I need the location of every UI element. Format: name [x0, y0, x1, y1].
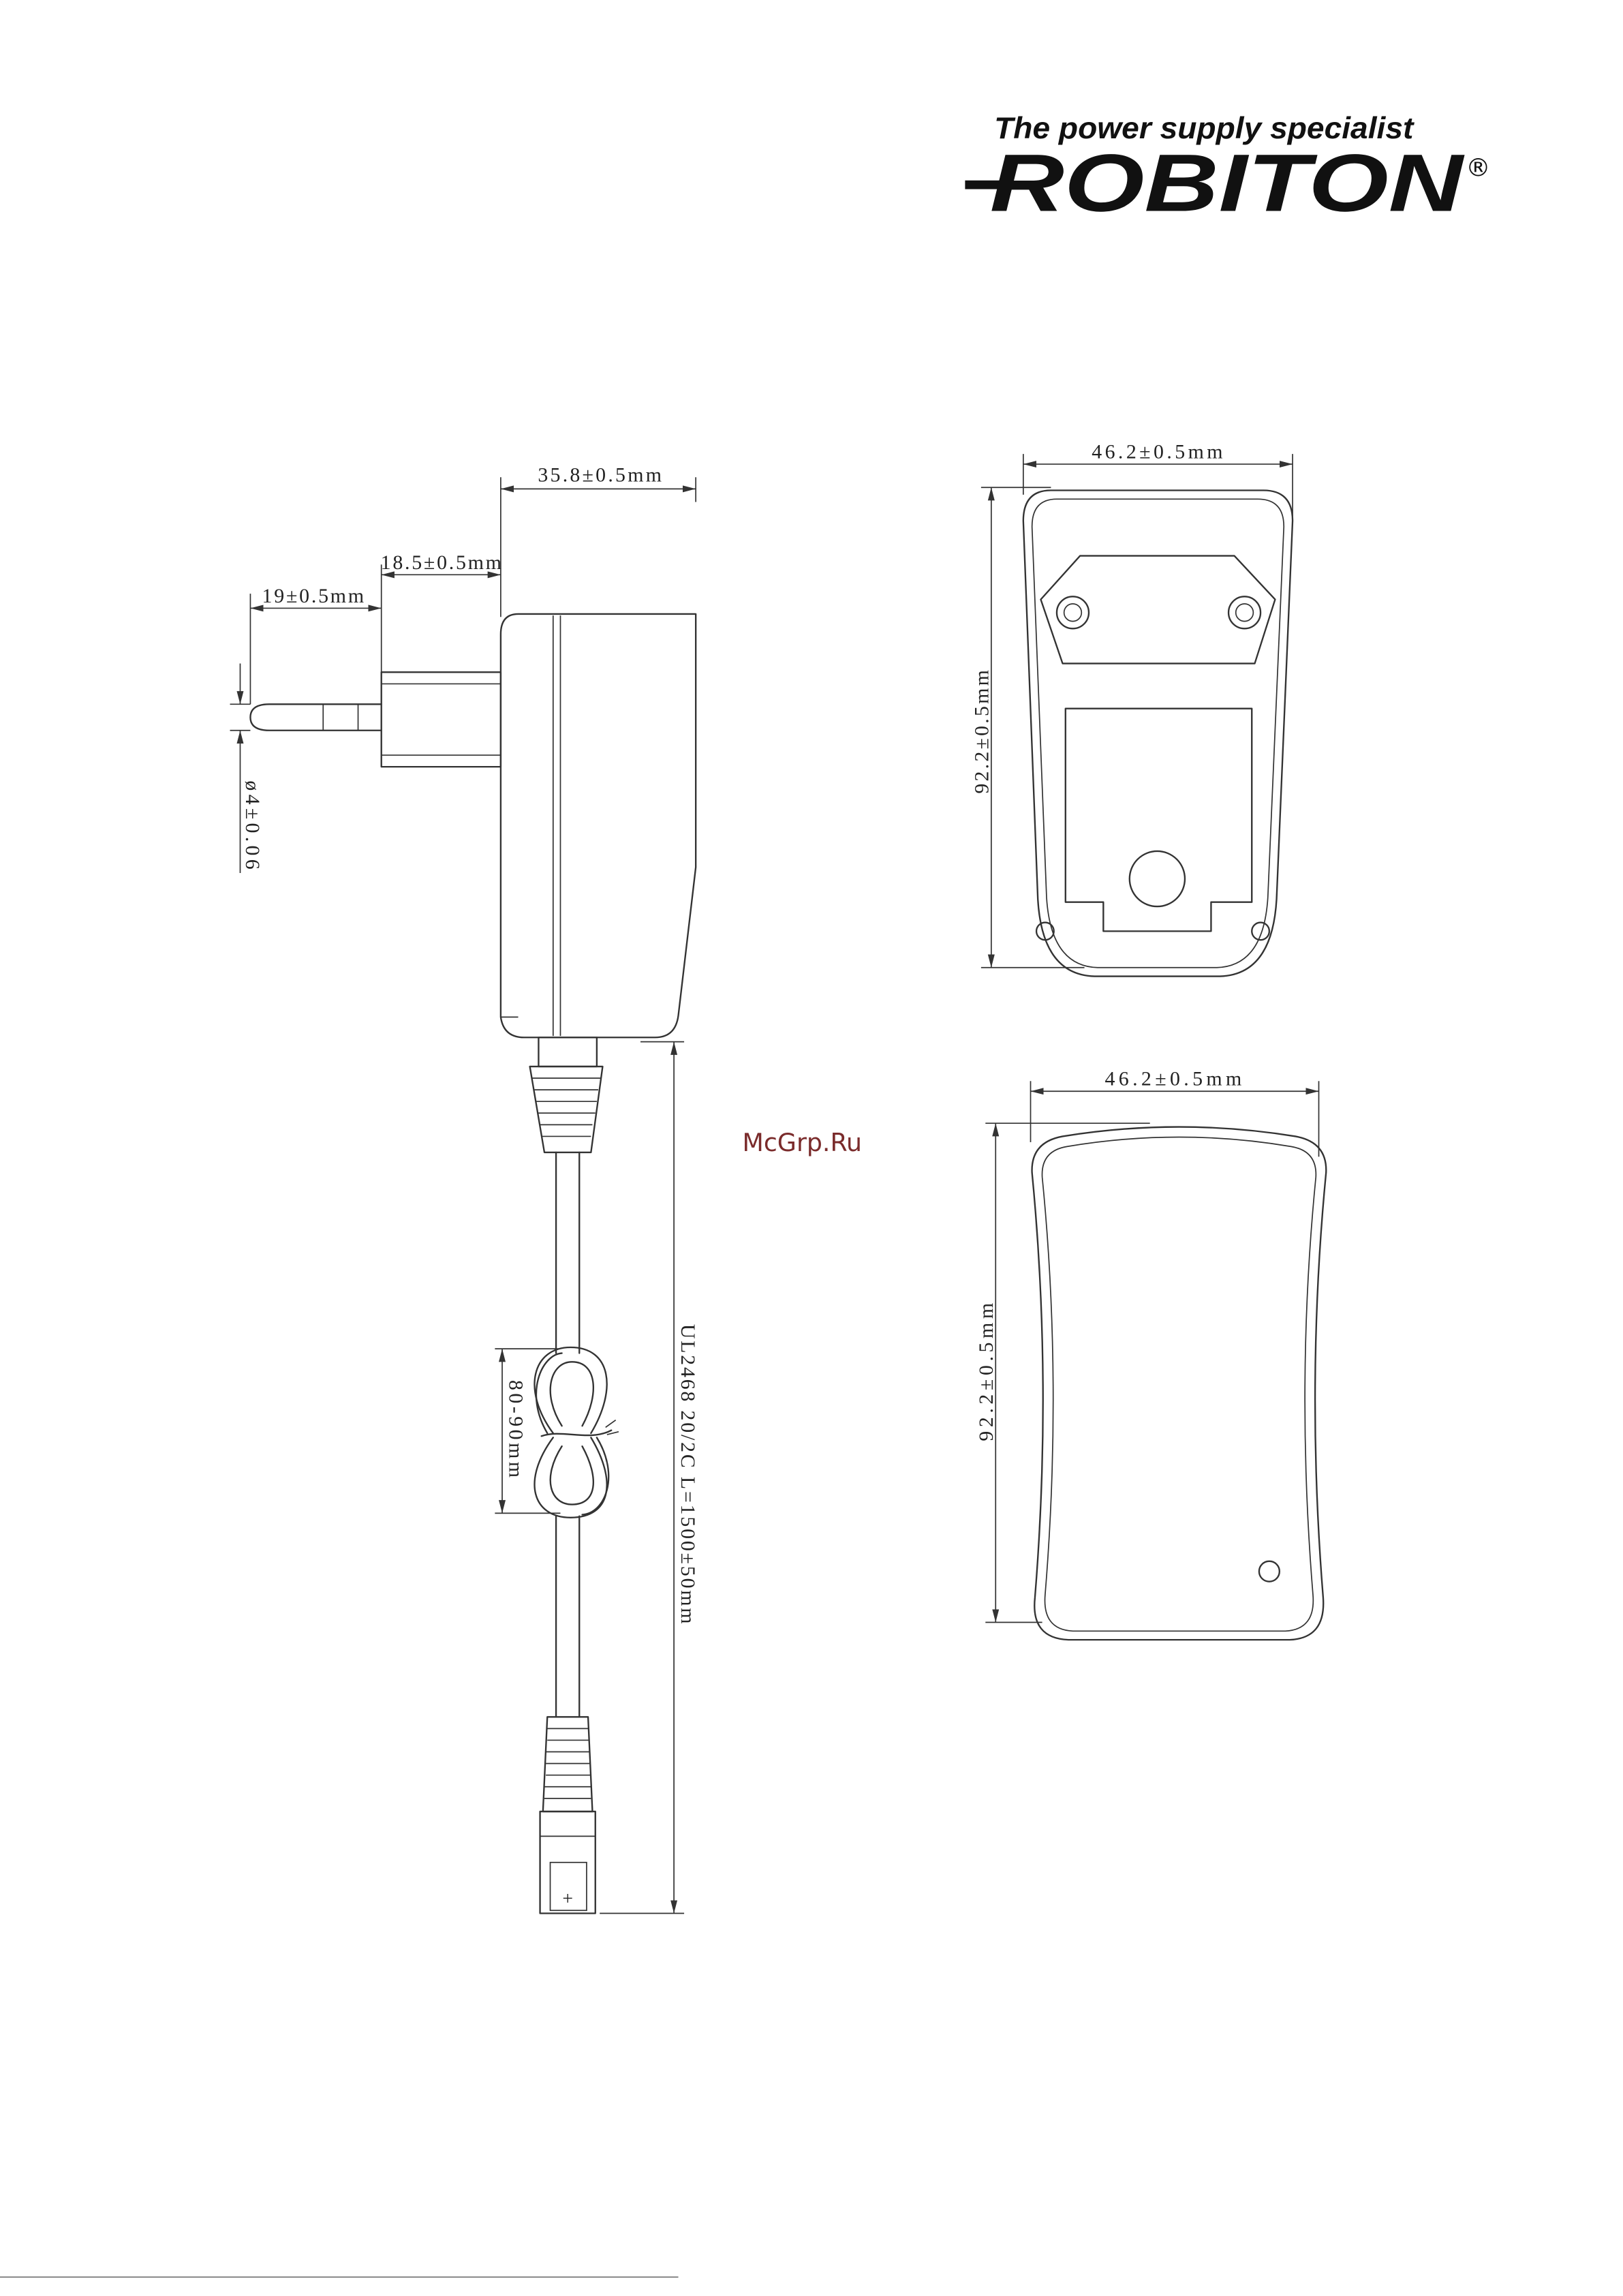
dimension-label-pin-length: 19±0.5mm — [262, 585, 365, 607]
dimension-label-front-width: 46.2±0.5mm — [1092, 441, 1222, 463]
dimension-label-body-depth: 35.8±0.5mm — [538, 464, 662, 487]
dimension-label-back-height: 92.2±0.5mm — [975, 1303, 998, 1441]
plug-pin-core-left — [1064, 604, 1082, 622]
plug-pin-socket-right — [1228, 596, 1261, 628]
cable-upper — [556, 1152, 579, 1353]
plug-face — [1040, 556, 1275, 664]
adapter-body — [501, 614, 696, 1037]
plug-pin-core-right — [1236, 604, 1254, 622]
registered-mark: ® — [1466, 153, 1490, 182]
polarity-mark: + — [562, 1888, 573, 1910]
side-view: 35.8±0.5mm 18.5±0.5mm 19±0.5mm ø4±0.06 — [230, 464, 699, 1914]
dimension-label-front-height: 92.2±0.5mm — [971, 670, 993, 793]
plug-base — [382, 672, 501, 767]
watermark: McGrp.Ru — [743, 1128, 863, 1157]
back-body-inner-outline — [1042, 1137, 1316, 1631]
cable-spec-label: UL2468 20/2C L=1500±50mm — [677, 1324, 699, 1624]
brand-name: ROBITON — [990, 138, 1466, 229]
brand-logo: The power supply specialist ROBITON ® — [965, 110, 1490, 229]
cable-loop — [535, 1347, 607, 1433]
dimension-label-back-width: 46.2±0.5mm — [1104, 1068, 1241, 1090]
led-window — [1130, 851, 1185, 906]
back-body-outline — [1032, 1127, 1327, 1640]
cable-loop — [536, 1353, 562, 1433]
label-panel — [1066, 709, 1252, 932]
plug-pin — [250, 704, 381, 730]
cable-loop — [583, 1437, 609, 1514]
screw-hole-right — [1252, 923, 1269, 940]
back-view: 46.2±0.5mm 92.2±0.5mm — [975, 1068, 1326, 1640]
dimension-label-plug-base: 18.5±0.5mm — [381, 551, 501, 574]
cable-loop — [551, 1362, 593, 1426]
front-view: 46.2±0.5mm 92.2±0.5mm — [971, 441, 1293, 977]
back-indicator-hole — [1259, 1561, 1280, 1582]
plug-pin-socket-left — [1057, 596, 1089, 628]
dimension-label-cable-bundle: 80-90mm — [505, 1380, 527, 1478]
connector-strain-relief — [543, 1717, 593, 1811]
cable-bundle — [535, 1347, 619, 1518]
cable-loop — [535, 1437, 607, 1517]
cable-loop — [551, 1446, 593, 1504]
cable-lower — [556, 1516, 579, 1717]
dimension-label-pin-diameter: ø4±0.06 — [241, 780, 264, 869]
strain-relief — [530, 1067, 603, 1152]
strain-relief-collar — [538, 1037, 596, 1067]
